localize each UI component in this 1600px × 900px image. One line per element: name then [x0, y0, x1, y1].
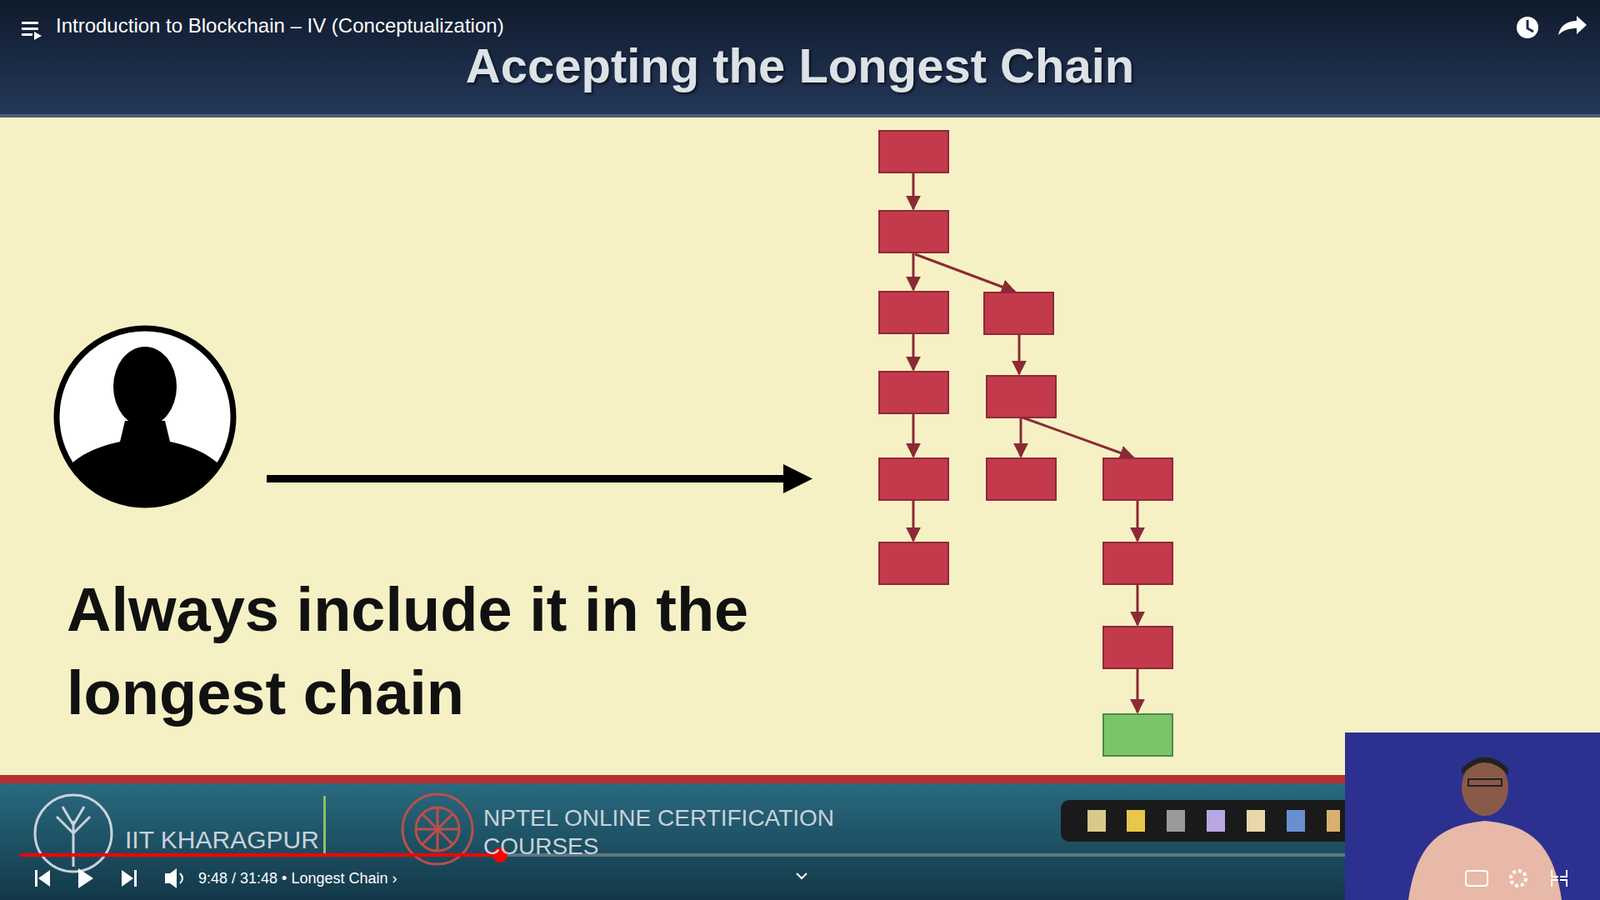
player-controls — [35, 868, 807, 889]
player-time: 9:48 / 31:48 • Longest Chain › — [198, 869, 397, 888]
presenter-video — [1345, 732, 1600, 900]
institute-name: IIT KHARAGPUR — [125, 825, 320, 855]
new-block — [1103, 714, 1173, 756]
progress-played — [20, 853, 500, 857]
share-icon — [1558, 15, 1587, 35]
chain-blocks — [879, 130, 1173, 669]
video-title: Introduction to Blockchain – IV (Concept… — [55, 13, 505, 39]
player-right-icons — [1465, 870, 1567, 887]
person-icon — [48, 328, 242, 509]
pointer-arrow — [266, 464, 813, 494]
title-bar-edge — [0, 114, 1600, 118]
iit-logo — [35, 795, 112, 872]
title-bar — [0, 0, 1600, 118]
slide-title: Accepting the Longest Chain — [0, 36, 1600, 95]
slide-statement: Always include it in the longest chain — [66, 568, 817, 735]
footer-divider — [323, 795, 326, 855]
watch-later-icon — [1516, 16, 1539, 39]
playlist-icon — [21, 21, 42, 40]
pen-toolbar — [1060, 800, 1353, 842]
course-name: NPTEL ONLINE CERTIFICATION COURSES — [483, 804, 850, 861]
